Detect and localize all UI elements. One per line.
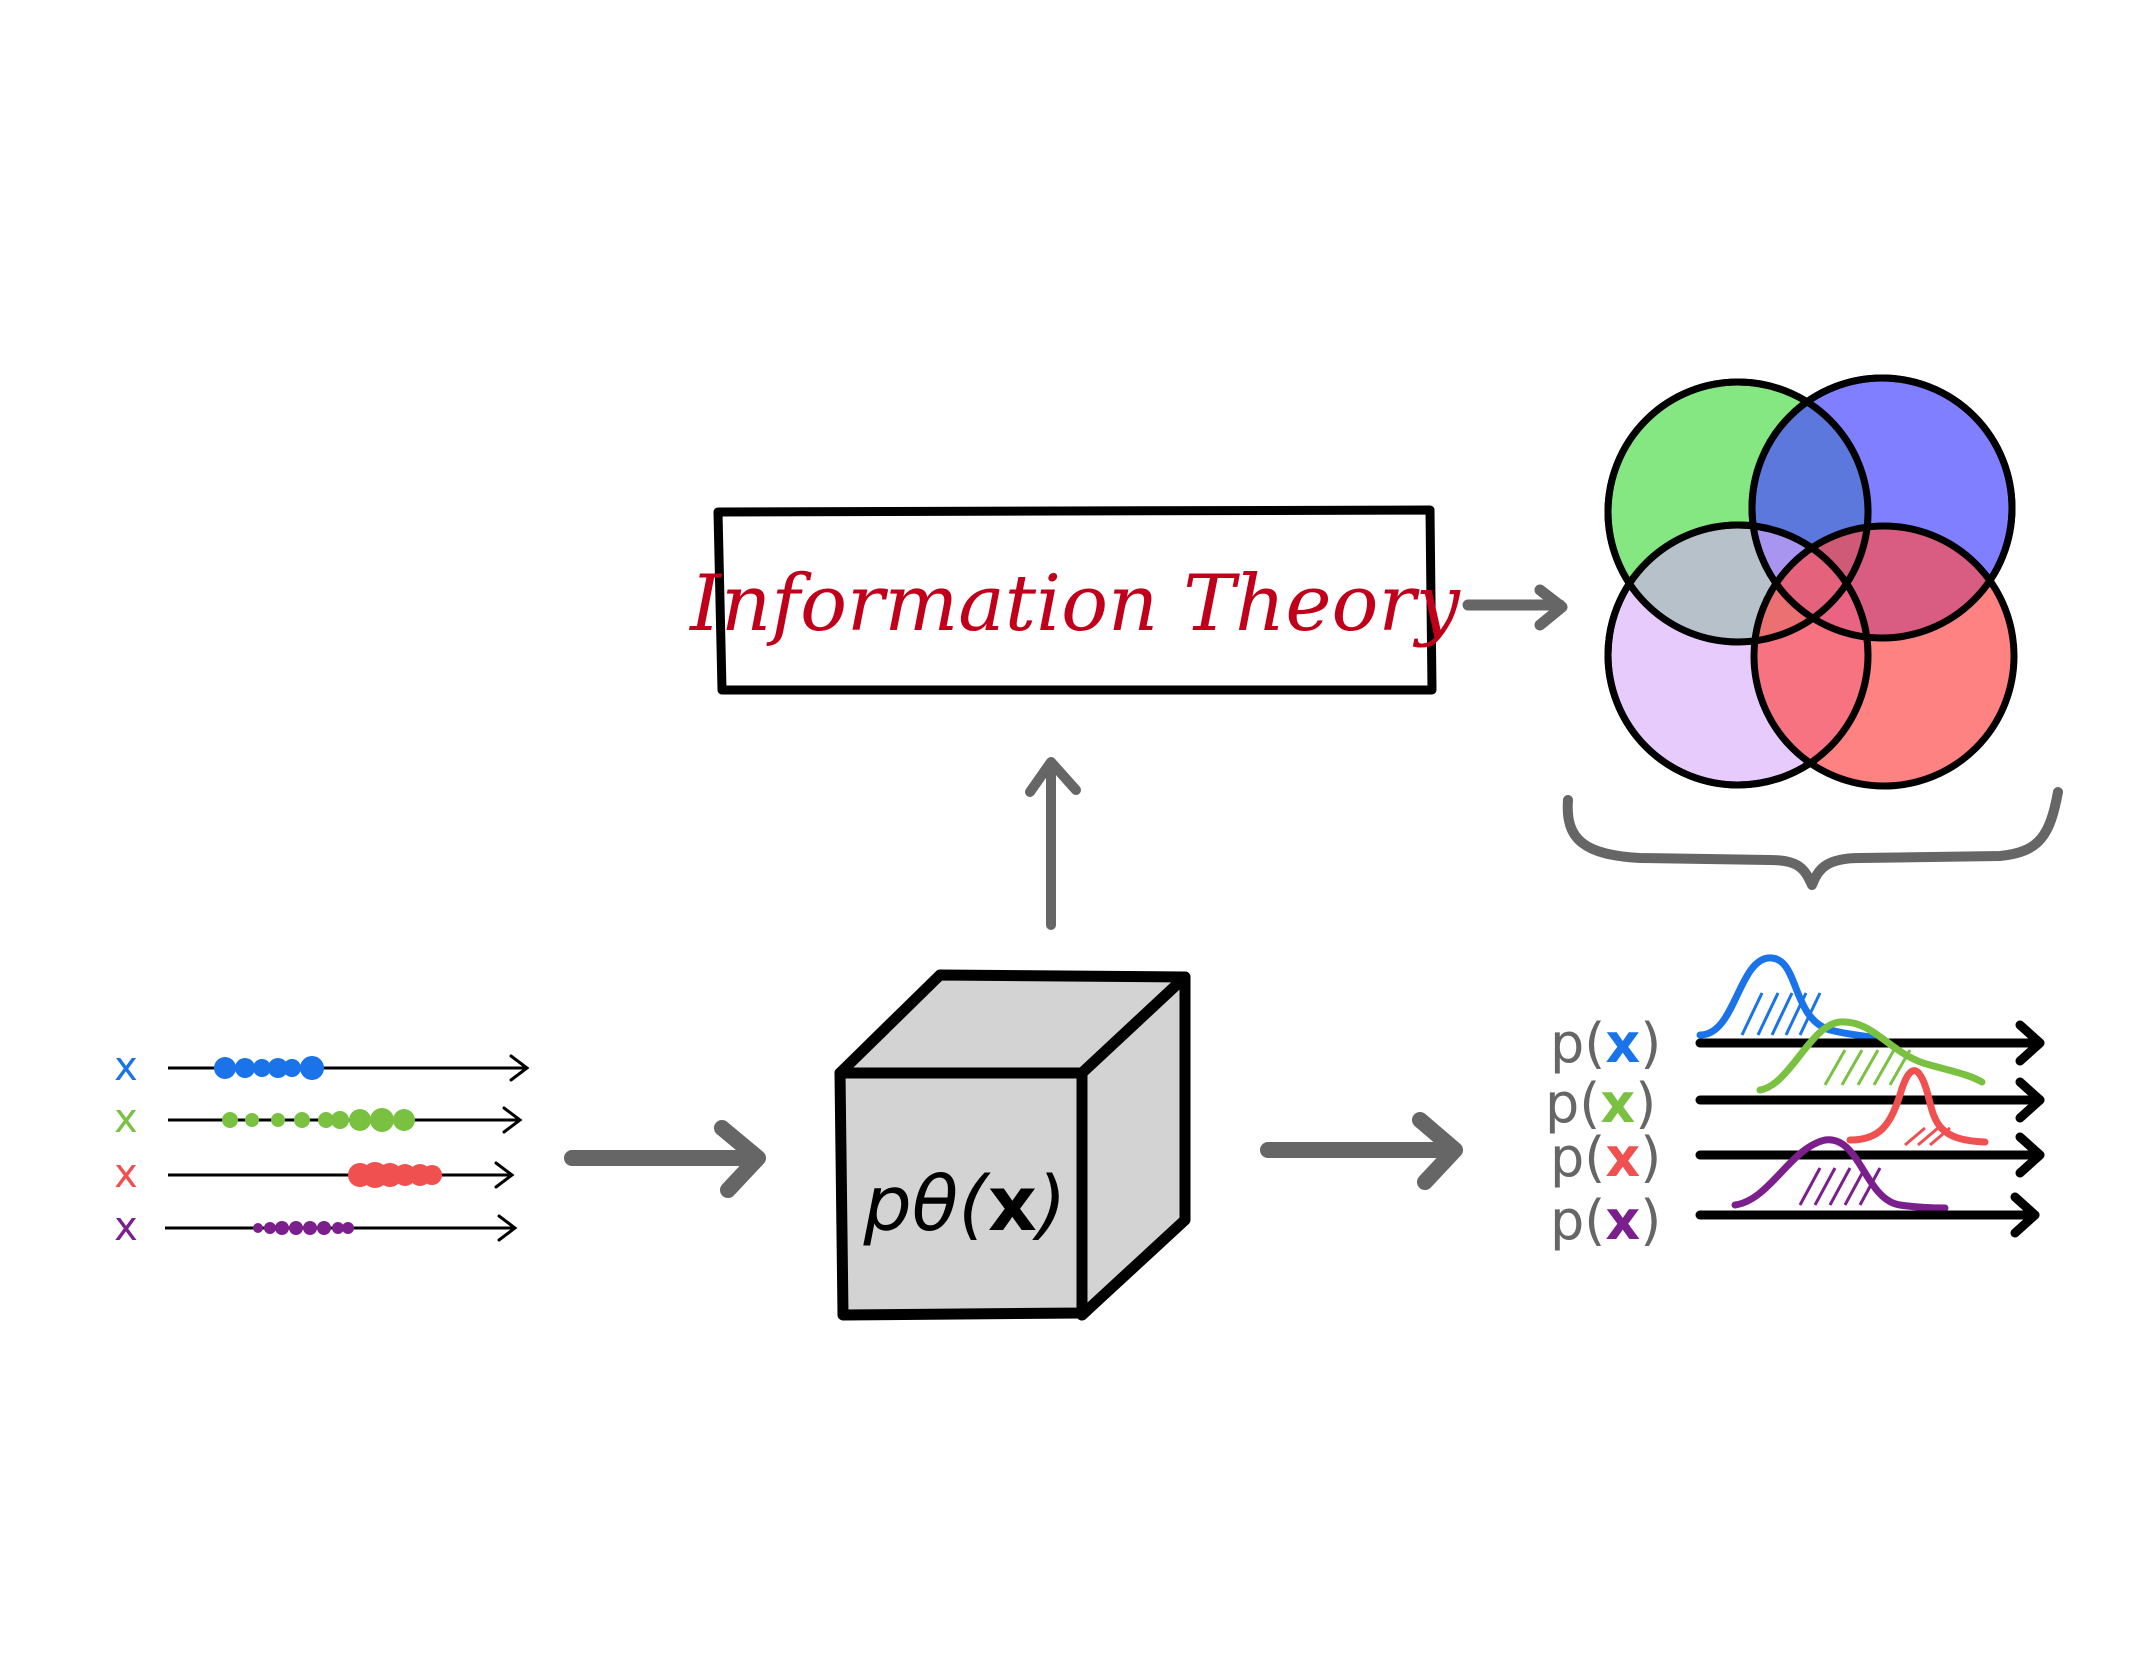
density-hatch [1798, 1167, 1822, 1206]
density-hatch [1813, 1167, 1837, 1206]
input-axis-arrowhead [497, 1214, 518, 1242]
sample-point [283, 1059, 301, 1077]
sample-point [245, 1113, 259, 1127]
density-hatch [1770, 992, 1794, 1036]
sample-point [331, 1111, 349, 1129]
density-hatch [1904, 1126, 1926, 1147]
arrow-model-to-information-theory [1025, 757, 1081, 930]
marginal-axis-arrowhead [2015, 1077, 2045, 1123]
information-theory-box: Information Theory [688, 505, 1461, 695]
sample-point [393, 1109, 415, 1131]
input-row: x [114, 1151, 515, 1197]
sample-point [253, 1059, 271, 1077]
sample-point [303, 1221, 317, 1235]
model-cube: pθ(x) [834, 969, 1191, 1321]
marginal-row: p(x) [1550, 954, 2045, 1075]
marginal-axis-arrowhead [2015, 1020, 2045, 1066]
arrow-model-to-marginals [1260, 1112, 1463, 1190]
sample-point [349, 1109, 371, 1131]
sample-point [294, 1112, 310, 1128]
sample-point [300, 1056, 324, 1080]
sample-point [268, 1058, 288, 1078]
density-hatch [1828, 1167, 1852, 1206]
marginal-axis-arrowhead [2015, 1132, 2045, 1178]
density-curve [1846, 1067, 1989, 1146]
input-row: x [114, 1044, 530, 1090]
information-theory-title: Information Theory [688, 559, 1461, 649]
density-hatch [1740, 992, 1764, 1036]
density-curve [1731, 1136, 1949, 1212]
marginal-label: p(x) [1550, 1189, 1661, 1252]
input-variable-label: x [114, 1204, 138, 1250]
density-hatch [1917, 1126, 1939, 1147]
input-row: x [114, 1096, 523, 1142]
sample-point [275, 1221, 289, 1235]
density-curve [1756, 1018, 1986, 1094]
sample-point [370, 1108, 394, 1132]
marginal-label: p(x) [1550, 1012, 1661, 1075]
sample-point [342, 1222, 354, 1234]
sample-point [222, 1112, 238, 1128]
density-hatch [1756, 992, 1780, 1036]
venn-diagram [1604, 374, 2018, 790]
density-hatch [1856, 1049, 1880, 1086]
sample-point [271, 1113, 285, 1127]
input-variable-label: x [114, 1096, 138, 1142]
sample-point [332, 1222, 344, 1234]
marginal-label: p(x) [1550, 1126, 1661, 1189]
input-variable-label: x [114, 1044, 138, 1090]
sample-point [214, 1057, 236, 1079]
input-row: x [114, 1204, 518, 1250]
sample-point [318, 1112, 334, 1128]
marginal-row: p(x) [1550, 1067, 2045, 1189]
sample-point [264, 1222, 276, 1234]
marginal-distributions: p(x)p(x)p(x)p(x) [1545, 954, 2045, 1252]
marginal-label: p(x) [1545, 1072, 1656, 1135]
arrow-information-theory-to-venn [1462, 584, 1568, 631]
density-hatch [1872, 1049, 1896, 1086]
model-label: pθ(x) [862, 1159, 1066, 1248]
sample-point [253, 1223, 263, 1233]
input-variable-label: x [114, 1151, 138, 1197]
density-hatch [1823, 1049, 1847, 1086]
density-hatch [1843, 1167, 1867, 1206]
sample-point [289, 1221, 303, 1235]
marginal-axis-arrowhead [2010, 1192, 2040, 1238]
curly-brace [1562, 787, 2063, 890]
input-axis-arrowhead [509, 1054, 530, 1082]
sample-point [317, 1221, 331, 1235]
sample-point [422, 1165, 442, 1185]
sample-point [235, 1058, 255, 1078]
density-curve [1696, 954, 1879, 1042]
venn-circle-red [1750, 522, 2018, 790]
marginal-row: p(x) [1550, 1136, 2040, 1252]
marginal-row: p(x) [1545, 1018, 2045, 1135]
arrow-data-to-model [564, 1120, 766, 1198]
density-hatch [1840, 1049, 1864, 1086]
input-axis-arrowhead [502, 1106, 523, 1134]
input-axis-arrowhead [494, 1161, 515, 1189]
